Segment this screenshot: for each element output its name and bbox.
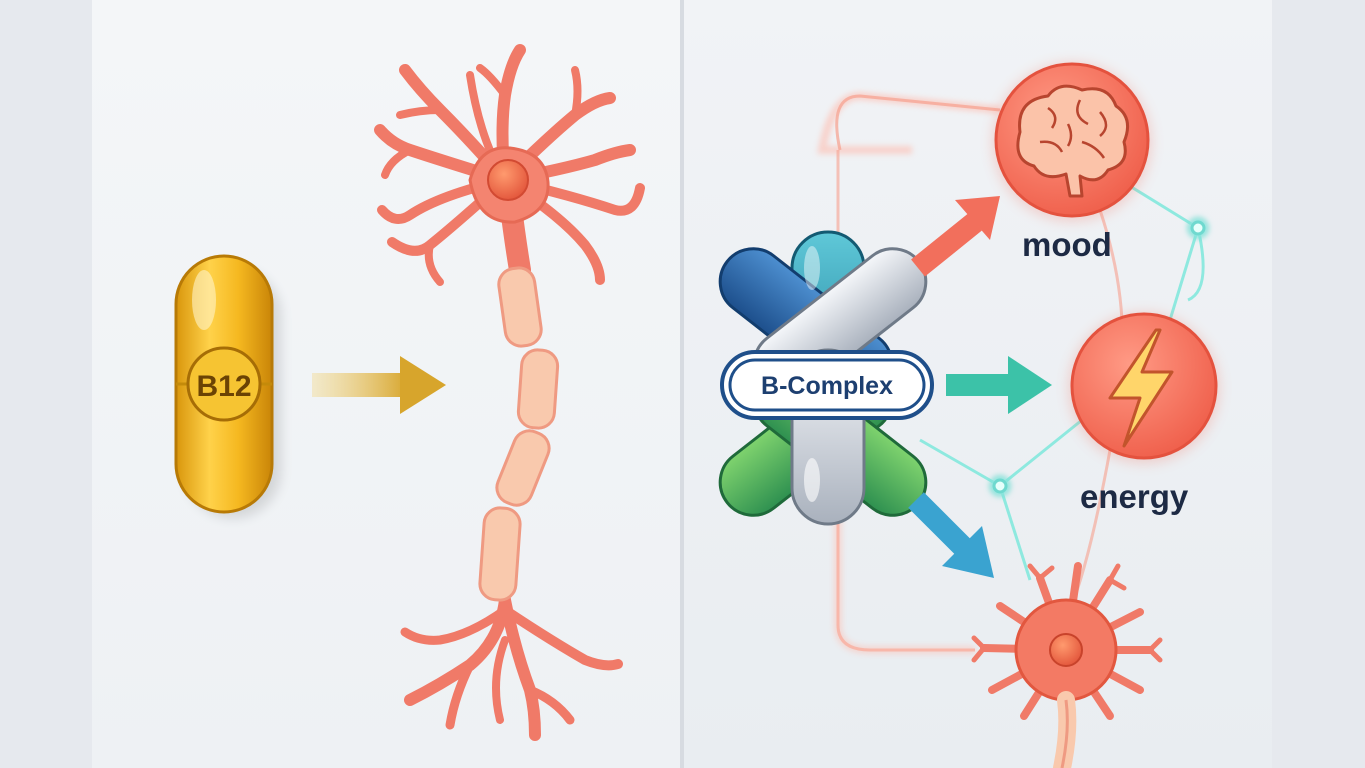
network-nodes xyxy=(989,217,1209,497)
b12-arrow xyxy=(312,356,446,414)
arrow-to-neuron xyxy=(908,492,994,578)
neuron-right-soma xyxy=(1014,598,1118,768)
b-complex-label: B-Complex xyxy=(761,372,893,400)
lightning-icon xyxy=(1108,328,1174,448)
brain-icon xyxy=(1016,84,1130,198)
panel-divider xyxy=(680,0,684,768)
b12-capsule: B12 xyxy=(174,254,281,518)
mood-node xyxy=(992,62,1152,222)
mood-label: mood xyxy=(1022,226,1112,263)
b-complex-badge: B-Complex xyxy=(720,350,934,420)
neuron-left-soma xyxy=(468,146,550,224)
energy-label: energy xyxy=(1080,478,1189,515)
arrow-to-mood xyxy=(911,196,1000,277)
energy-node xyxy=(1068,312,1220,464)
arrow-to-energy xyxy=(946,356,1052,414)
myelin-sheath xyxy=(478,266,560,602)
b12-label: B12 xyxy=(196,370,251,403)
